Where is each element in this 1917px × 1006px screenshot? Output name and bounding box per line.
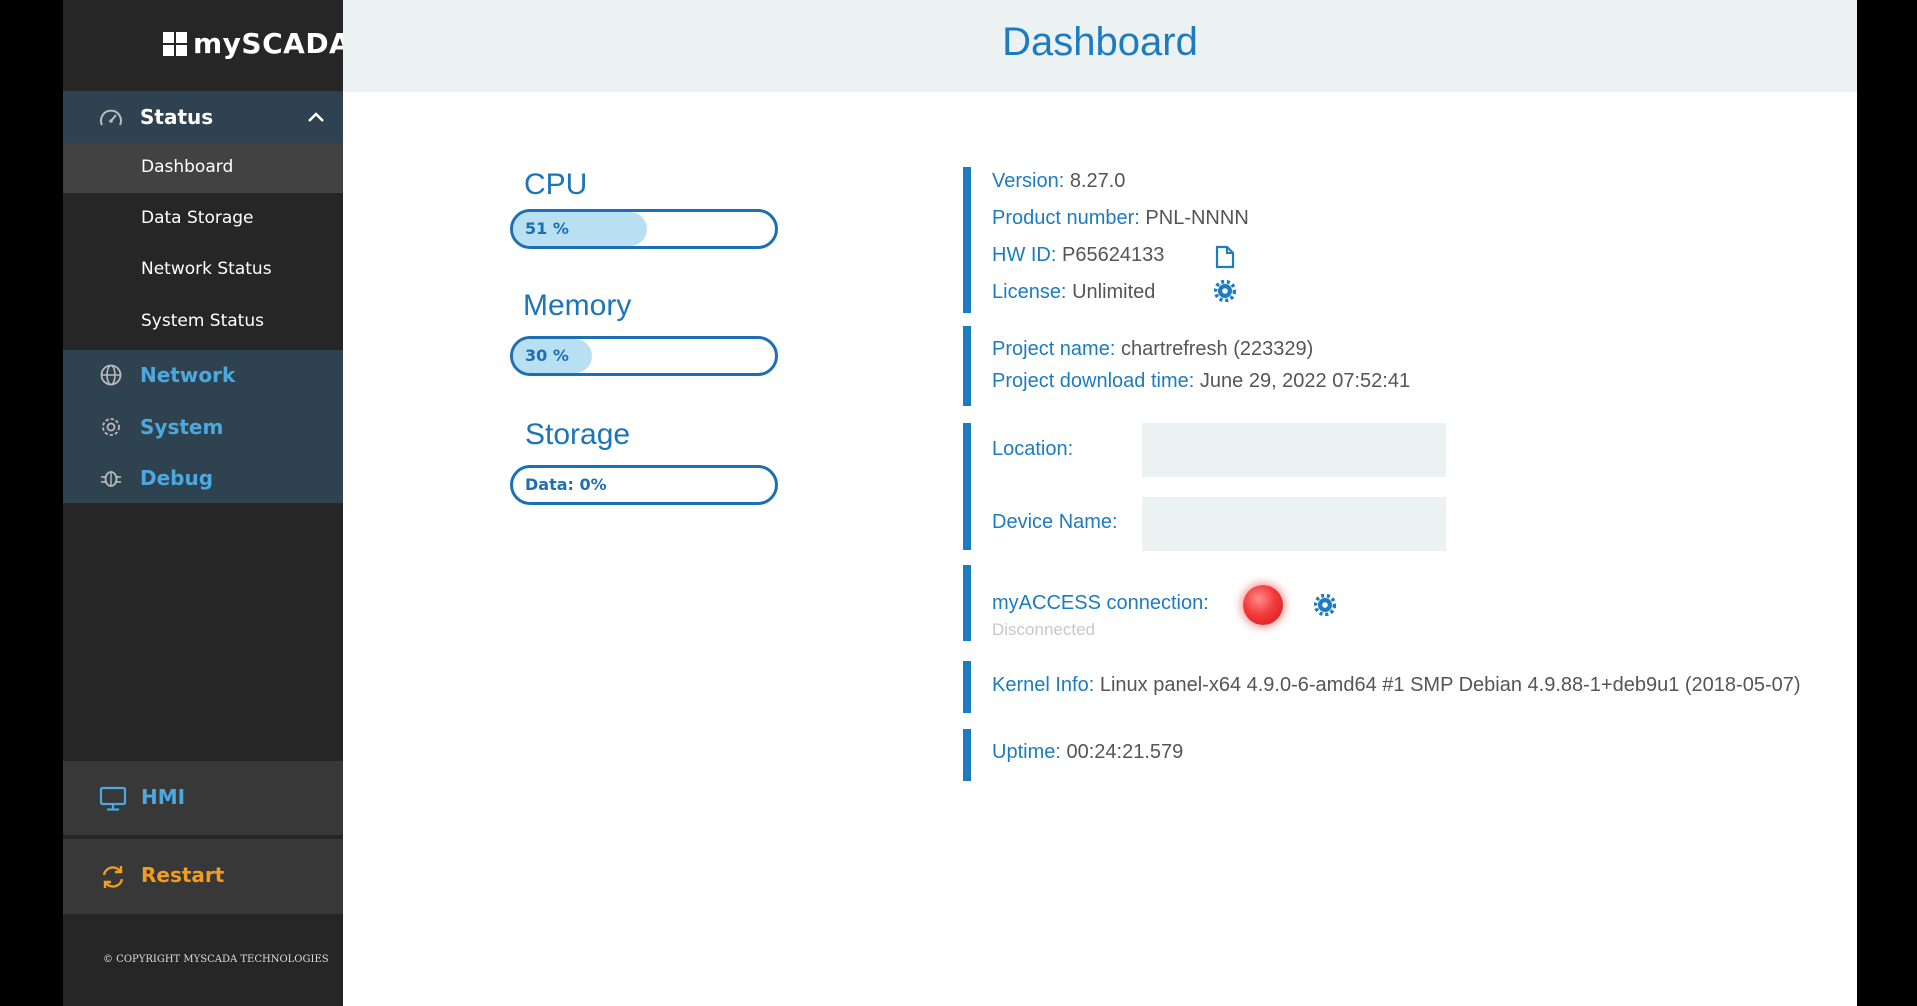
section-divider (963, 661, 971, 713)
sidebar: mySCADA Status Dashboard Data Storage Ne… (63, 0, 351, 1006)
myaccess-label: myACCESS connection: (992, 592, 1209, 614)
document-icon[interactable] (1215, 245, 1235, 273)
project-name-value: chartrefresh (223329) (1120, 338, 1314, 360)
uptime-value: 00:24:21.579 (1066, 741, 1184, 763)
kernel-info-row: Kernel Info: Linux panel-x64 4.9.0-6-amd… (992, 674, 1917, 697)
hw-id-label: HW ID: (992, 244, 1057, 266)
sidebar-subitem-dashboard[interactable]: Dashboard (63, 143, 343, 193)
sidebar-subitem-label: Dashboard (141, 157, 234, 177)
sidebar-group: Network System Debug (63, 350, 343, 503)
bug-icon (99, 466, 123, 494)
storage-title: Storage (525, 418, 631, 451)
download-time-value: June 29, 2022 07:52:41 (1199, 370, 1411, 392)
restart-icon (99, 863, 127, 895)
hw-id-row: HW ID: P65624133 (992, 244, 1164, 267)
product-number-value: PNL-NNNN (1145, 207, 1249, 229)
product-number-label: Product number: (992, 207, 1140, 229)
connection-status-led (1243, 585, 1283, 625)
version-value: 8.27.0 (1069, 170, 1126, 192)
cpu-title: CPU (524, 168, 588, 201)
copyright: © COPYRIGHT MYSCADA TECHNOLOGIES (103, 954, 329, 965)
license-settings-icon[interactable] (1213, 279, 1237, 306)
hw-id-value: P65624133 (1062, 244, 1165, 266)
project-name-label: Project name: (992, 338, 1116, 360)
cpu-progress-fill (513, 212, 647, 246)
memory-title: Memory (523, 289, 632, 322)
device-name-label: Device Name: (992, 511, 1118, 534)
globe-icon (99, 363, 123, 391)
sidebar-item-label: Status (140, 105, 214, 129)
main-panel: Dashboard CPU 51 % Memory 30 % Storage D… (343, 0, 1857, 1006)
myaccess-row: myACCESS connection: (992, 592, 1209, 615)
sidebar-item-label: Network (140, 363, 236, 387)
location-label: Location: (992, 438, 1073, 461)
logo[interactable]: mySCADA (163, 27, 351, 60)
section-divider (963, 423, 971, 550)
sidebar-subitem-data-storage[interactable]: Data Storage (63, 194, 343, 244)
sidebar-subitem-label: System Status (141, 311, 264, 331)
sidebar-subitem-network-status[interactable]: Network Status (63, 245, 343, 295)
memory-progress-bar: 30 % (510, 336, 778, 376)
logo-text: mySCADA (193, 27, 352, 60)
memory-value: 30 % (525, 346, 569, 365)
uptime-label: Uptime: (992, 741, 1061, 763)
speedometer-icon (99, 107, 123, 133)
hmi-label: HMI (141, 785, 186, 809)
version-label: Version: (992, 170, 1065, 192)
section-divider (963, 326, 971, 406)
license-label: License: (992, 281, 1067, 303)
project-name-row: Project name: chartrefresh (223329) (992, 338, 1313, 361)
sidebar-subitem-label: Network Status (141, 259, 272, 279)
kernel-info-label: Kernel Info: (992, 674, 1095, 696)
product-number-row: Product number: PNL-NNNN (992, 207, 1249, 230)
memory-progress-fill (513, 339, 592, 373)
sidebar-item-system[interactable]: System (63, 402, 343, 452)
license-row: License: Unlimited (992, 281, 1155, 304)
logo-icon (163, 31, 187, 56)
download-time-label: Project download time: (992, 370, 1195, 392)
page-title: Dashboard (1002, 20, 1198, 64)
version-row: Version: 8.27.0 (992, 170, 1125, 193)
sidebar-item-status[interactable]: Status (63, 91, 343, 143)
uptime-row: Uptime: 00:24:21.579 (992, 741, 1183, 764)
sidebar-item-label: System (140, 415, 224, 439)
hmi-button[interactable]: HMI (63, 761, 343, 835)
location-input[interactable] (1142, 423, 1446, 477)
cpu-progress-bar: 51 % (510, 209, 778, 249)
restart-button[interactable]: Restart (63, 839, 343, 914)
section-divider (963, 565, 971, 641)
section-divider (963, 167, 971, 313)
location-label-text: Location: (992, 438, 1074, 460)
section-divider (963, 729, 971, 781)
sidebar-item-debug[interactable]: Debug (63, 453, 343, 503)
sidebar-item-label: Debug (140, 466, 214, 490)
cpu-value: 51 % (525, 219, 569, 238)
storage-value: Data: 0% (525, 475, 607, 494)
download-time-row: Project download time: June 29, 2022 07:… (992, 370, 1410, 393)
header: Dashboard (343, 0, 1857, 92)
gear-icon (99, 415, 123, 443)
restart-label: Restart (141, 863, 225, 887)
kernel-info-value: Linux panel-x64 4.9.0-6-amd64 #1 SMP Deb… (1099, 674, 1801, 696)
sidebar-subitem-label: Data Storage (141, 208, 254, 228)
device-name-input[interactable] (1142, 497, 1446, 551)
myaccess-status: Disconnected (992, 620, 1096, 639)
license-value: Unlimited (1072, 281, 1156, 303)
storage-progress-bar: Data: 0% (510, 465, 778, 505)
myaccess-settings-icon[interactable] (1313, 593, 1337, 620)
sidebar-subitem-system-status[interactable]: System Status (63, 297, 343, 347)
chevron-up-icon[interactable] (307, 109, 325, 128)
monitor-icon (99, 786, 127, 816)
device-name-label-text: Device Name: (992, 511, 1118, 533)
sidebar-item-network[interactable]: Network (63, 350, 343, 400)
